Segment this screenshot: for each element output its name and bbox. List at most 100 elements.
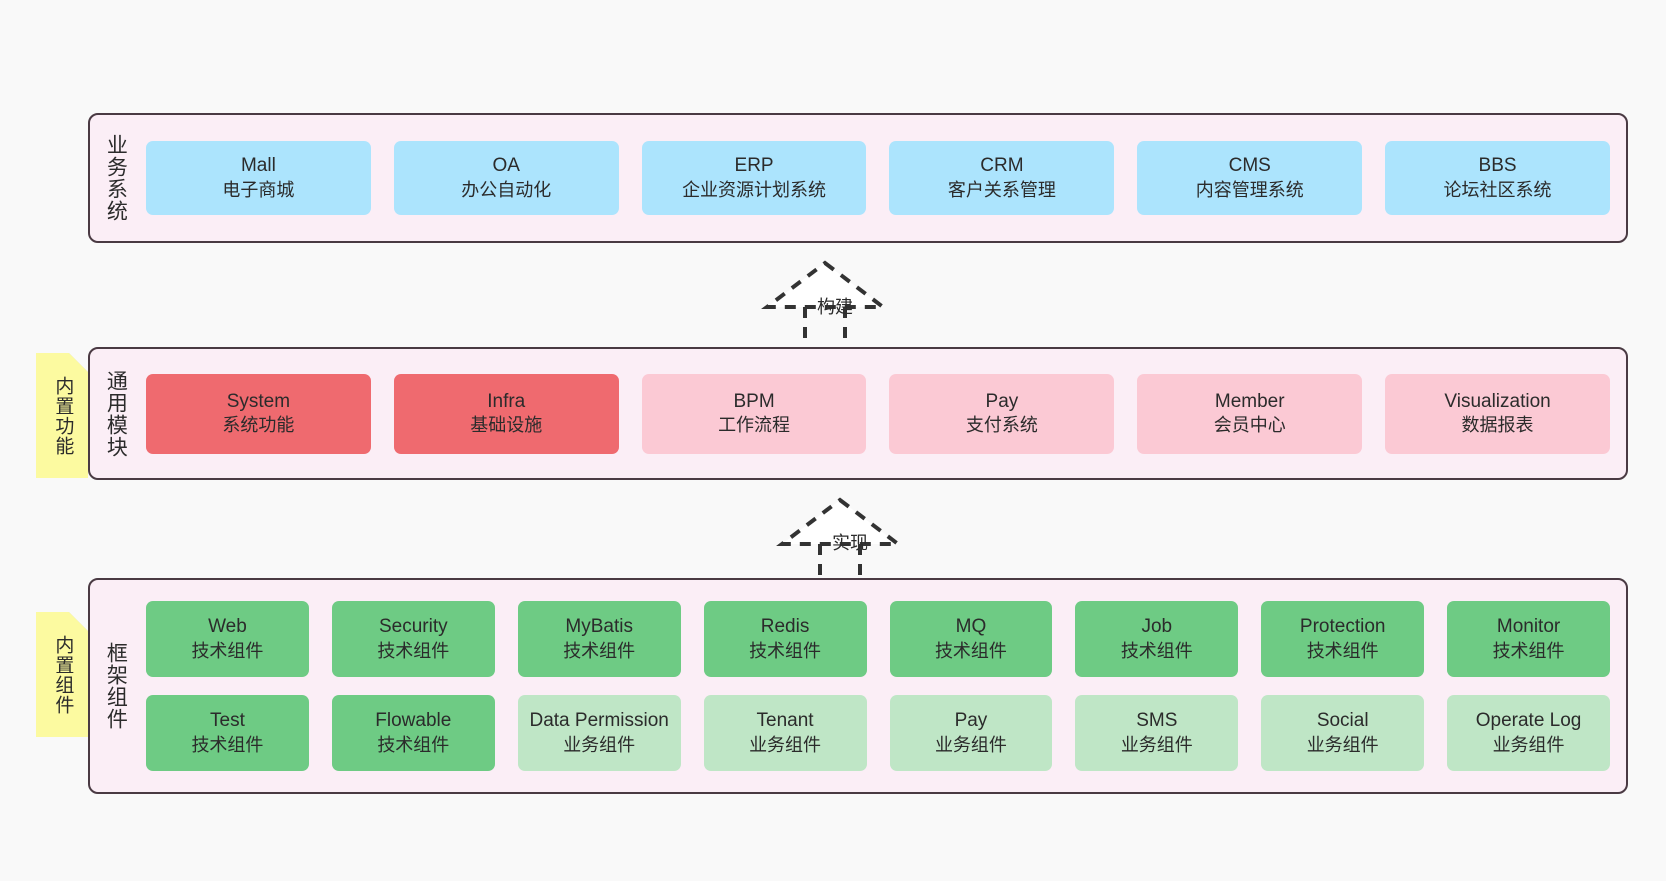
node-subtitle: 业务组件 xyxy=(934,734,1007,755)
node-title: Monitor xyxy=(1496,616,1561,638)
node-mq[interactable]: MQ 技术组件 xyxy=(889,601,1053,677)
layer-framework-components: 框架组件 Web 技术组件 Security 技术组件 MyBatis 技术组件… xyxy=(88,578,1628,794)
node-title: Operate Log xyxy=(1475,710,1582,732)
node-subtitle: 技术组件 xyxy=(191,734,264,755)
node-test[interactable]: Test 技术组件 xyxy=(146,695,309,771)
node-subtitle: 技术组件 xyxy=(191,640,264,661)
node-title: System xyxy=(226,390,291,412)
node-title: CRM xyxy=(980,155,1024,177)
node-title: MQ xyxy=(955,616,987,638)
layer-business-systems-label: 业务系统 xyxy=(104,134,128,222)
node-bpm[interactable]: BPM 工作流程 xyxy=(641,373,867,454)
node-flowable[interactable]: Flowable 技术组件 xyxy=(331,695,495,771)
node-subtitle: 技术组件 xyxy=(1306,640,1379,661)
node-subtitle: 工作流程 xyxy=(718,415,791,436)
node-title: Web xyxy=(208,616,247,638)
layer-framework-components-body: Web 技术组件 Security 技术组件 MyBatis 技术组件 Redi… xyxy=(140,580,1626,792)
node-data-permission[interactable]: Data Permission 业务组件 xyxy=(517,695,681,771)
node-title: OA xyxy=(492,155,520,177)
node-sms[interactable]: SMS 业务组件 xyxy=(1075,695,1239,771)
node-title: Visualization xyxy=(1444,390,1551,412)
node-subtitle: 办公自动化 xyxy=(461,179,552,200)
connector-build-label: 构建 xyxy=(817,297,853,317)
layer-common-modules: 通用模块 System 系统功能 Infra 基础设施 BPM 工作流程 Pay… xyxy=(88,347,1628,480)
node-visualization[interactable]: Visualization 数据报表 xyxy=(1385,373,1610,454)
uml-dashed-stem xyxy=(803,307,847,350)
note-label: 内置组件 xyxy=(52,634,74,715)
node-title: Social xyxy=(1316,710,1369,732)
node-system[interactable]: System 系统功能 xyxy=(146,373,371,454)
node-title: SMS xyxy=(1136,710,1178,732)
node-oa[interactable]: OA 办公自动化 xyxy=(393,141,619,215)
node-title: Member xyxy=(1214,390,1285,412)
note-builtin-features: 内置功能 xyxy=(36,353,88,478)
node-title: Security xyxy=(378,616,448,638)
node-subtitle: 论坛社区系统 xyxy=(1443,179,1552,200)
node-subtitle: 电子商城 xyxy=(222,179,295,200)
node-bbs[interactable]: BBS 论坛社区系统 xyxy=(1385,141,1610,215)
node-title: Infra xyxy=(487,390,526,412)
node-title: Redis xyxy=(760,616,810,638)
node-subtitle: 技术组件 xyxy=(1120,640,1193,661)
uml-dashed-stem xyxy=(818,544,862,587)
node-subtitle: 企业资源计划系统 xyxy=(682,179,827,200)
node-erp[interactable]: ERP 企业资源计划系统 xyxy=(641,141,867,215)
note-builtin-components: 内置组件 xyxy=(36,612,88,737)
node-row: Mall 电子商城 OA 办公自动化 ERP 企业资源计划系统 CRM 客户关系… xyxy=(146,141,1610,215)
node-crm[interactable]: CRM 客户关系管理 xyxy=(889,141,1115,215)
node-subtitle: 系统功能 xyxy=(222,415,295,436)
note-fold-icon xyxy=(69,353,88,372)
node-cms[interactable]: CMS 内容管理系统 xyxy=(1137,141,1363,215)
node-subtitle: 会员中心 xyxy=(1213,415,1286,436)
node-title: Test xyxy=(210,710,245,732)
node-title: MyBatis xyxy=(565,616,633,638)
node-row: Test 技术组件 Flowable 技术组件 Data Permission … xyxy=(146,695,1610,771)
node-subtitle: 技术组件 xyxy=(1492,640,1565,661)
node-job[interactable]: Job 技术组件 xyxy=(1075,601,1239,677)
node-subtitle: 技术组件 xyxy=(563,640,636,661)
node-tenant[interactable]: Tenant 业务组件 xyxy=(703,695,867,771)
node-title: Pay xyxy=(954,710,988,732)
node-social[interactable]: Social 业务组件 xyxy=(1261,695,1425,771)
uml-triangle-head xyxy=(776,497,904,546)
node-mybatis[interactable]: MyBatis 技术组件 xyxy=(517,601,681,677)
uml-triangle-head xyxy=(761,260,889,309)
node-web[interactable]: Web 技术组件 xyxy=(146,601,309,677)
node-title: Data Permission xyxy=(529,710,669,732)
node-subtitle: 基础设施 xyxy=(470,415,543,436)
node-subtitle: 业务组件 xyxy=(749,734,822,755)
node-subtitle: 技术组件 xyxy=(749,640,822,661)
node-subtitle: 支付系统 xyxy=(965,415,1038,436)
node-title: Pay xyxy=(985,390,1019,412)
node-monitor[interactable]: Monitor 技术组件 xyxy=(1447,601,1610,677)
node-title: Mall xyxy=(240,155,276,177)
note-label: 内置功能 xyxy=(52,375,74,456)
node-operate-log[interactable]: Operate Log 业务组件 xyxy=(1447,695,1610,771)
node-security[interactable]: Security 技术组件 xyxy=(331,601,495,677)
node-title: Flowable xyxy=(375,710,452,732)
node-title: CMS xyxy=(1228,155,1271,177)
node-protection[interactable]: Protection 技术组件 xyxy=(1261,601,1425,677)
node-subtitle: 内容管理系统 xyxy=(1195,179,1304,200)
note-fold-icon xyxy=(69,612,88,631)
connector-build-arrow xyxy=(761,260,889,350)
layer-framework-components-label: 框架组件 xyxy=(104,642,128,730)
layer-common-modules-label: 通用模块 xyxy=(104,369,128,458)
node-title: Protection xyxy=(1299,616,1386,638)
node-title: Job xyxy=(1141,616,1173,638)
connector-implement-label: 实现 xyxy=(832,533,868,553)
node-pay-component[interactable]: Pay 业务组件 xyxy=(889,695,1053,771)
node-member[interactable]: Member 会员中心 xyxy=(1137,373,1363,454)
node-infra[interactable]: Infra 基础设施 xyxy=(393,373,619,454)
node-subtitle: 客户关系管理 xyxy=(947,179,1056,200)
node-pay[interactable]: Pay 支付系统 xyxy=(889,373,1115,454)
node-title: BPM xyxy=(733,390,775,412)
node-redis[interactable]: Redis 技术组件 xyxy=(703,601,867,677)
node-subtitle: 业务组件 xyxy=(1492,734,1565,755)
node-subtitle: 数据报表 xyxy=(1461,415,1534,436)
node-row: Web 技术组件 Security 技术组件 MyBatis 技术组件 Redi… xyxy=(146,601,1610,677)
node-mall[interactable]: Mall 电子商城 xyxy=(146,141,371,215)
layer-business-systems: 业务系统 Mall 电子商城 OA 办公自动化 ERP 企业资源计划系统 CRM… xyxy=(88,113,1628,243)
node-subtitle: 业务组件 xyxy=(1306,734,1379,755)
